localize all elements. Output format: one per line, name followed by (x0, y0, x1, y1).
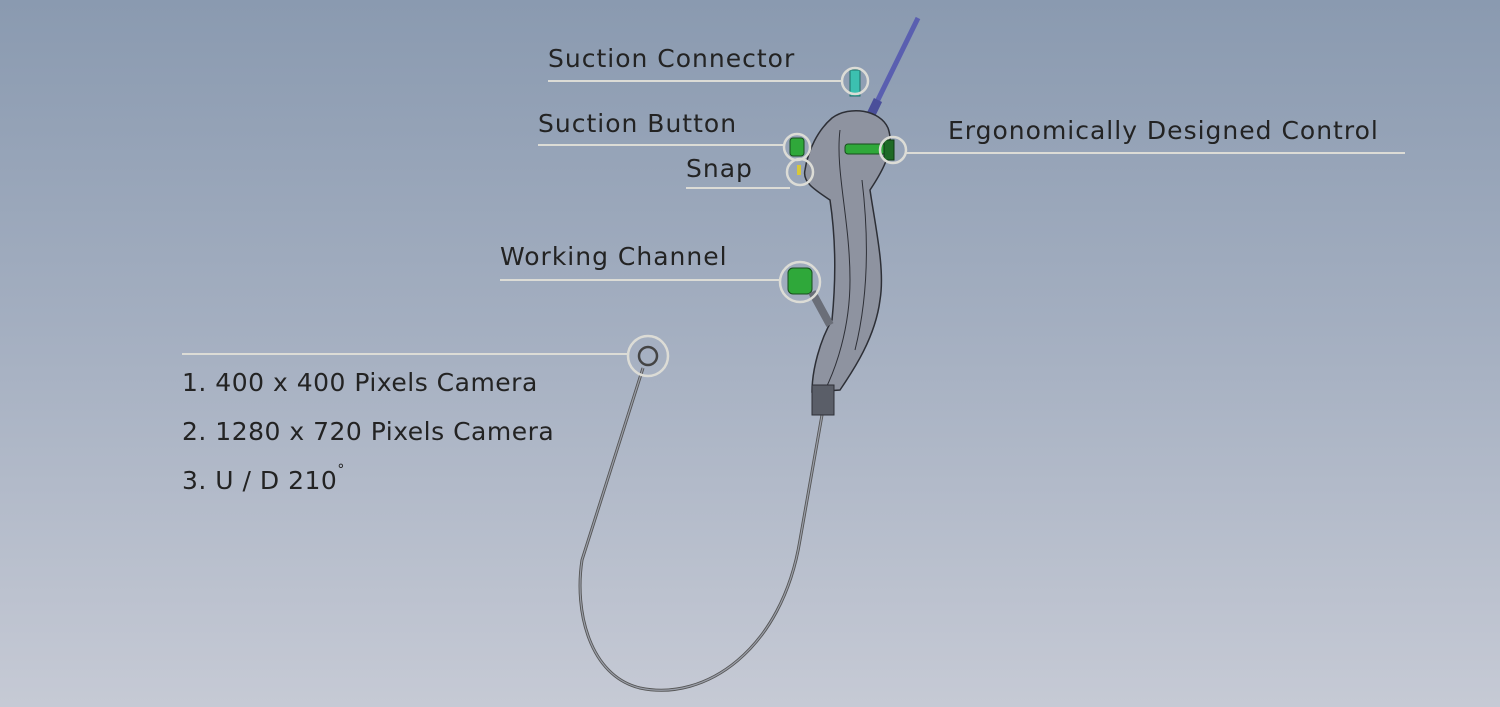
spec-item: 2. 1280 x 720 Pixels Camera (182, 417, 555, 446)
snap-part (797, 165, 801, 175)
label-working-channel: Working Channel (500, 242, 728, 271)
control-lever (844, 143, 891, 155)
spec-item: 1. 400 x 400 Pixels Camera (182, 368, 538, 397)
spec-item: 3. U / D 210° (182, 462, 345, 495)
label-suction-connector: Suction Connector (548, 44, 796, 73)
spec-item-text: 3. U / D 210 (182, 466, 338, 495)
label-snap: Snap (686, 154, 753, 183)
suction-button-part (789, 137, 805, 157)
suction-connector-part (849, 69, 861, 97)
highlight-circles (626, 66, 908, 378)
working-channel-port (787, 267, 813, 295)
label-suction-button: Suction Button (538, 109, 738, 138)
handle-neck (811, 384, 835, 416)
degree-symbol: ° (337, 462, 345, 478)
cable-blue (869, 16, 921, 114)
insertion-tube (578, 367, 824, 692)
bending-tip (637, 345, 659, 367)
label-ergonomic-control: Ergonomically Designed Control (948, 116, 1379, 145)
leader-lines (182, 80, 1405, 355)
